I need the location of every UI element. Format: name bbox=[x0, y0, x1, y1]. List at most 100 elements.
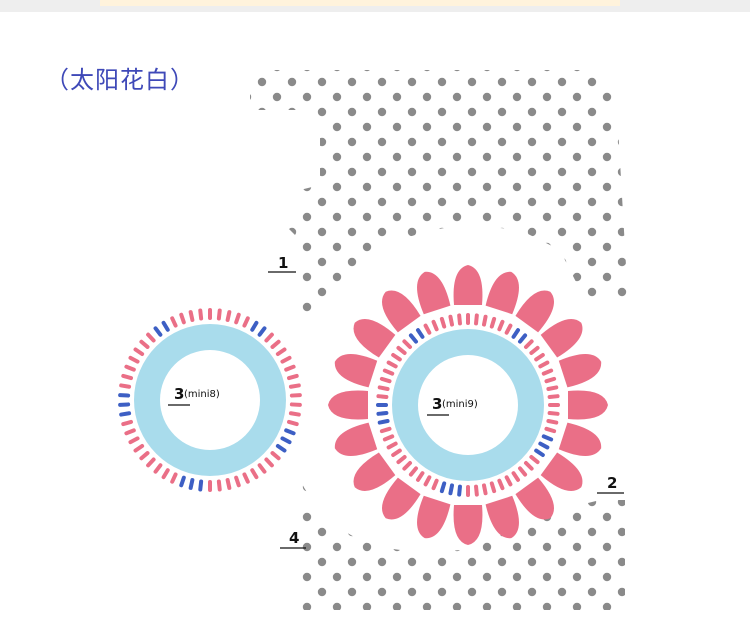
navy-dash bbox=[541, 434, 554, 442]
pink-dash bbox=[289, 402, 302, 407]
petal bbox=[334, 354, 378, 388]
navy-dash bbox=[376, 411, 389, 416]
pink-dash bbox=[264, 332, 274, 343]
pink-dash bbox=[288, 411, 301, 417]
callout-number: 1 bbox=[278, 254, 288, 272]
pink-dash bbox=[280, 355, 292, 364]
petal bbox=[353, 452, 396, 491]
navy-dash bbox=[118, 393, 131, 398]
petal bbox=[382, 477, 421, 520]
caption-title: （太阳花白） bbox=[45, 66, 195, 94]
pink-dash bbox=[216, 479, 222, 492]
navy-dash bbox=[457, 484, 462, 497]
pink-dash bbox=[376, 394, 389, 399]
petal bbox=[417, 271, 451, 315]
pink-dash bbox=[234, 312, 241, 325]
navy-dash bbox=[118, 402, 131, 407]
pink-dash bbox=[402, 460, 413, 471]
pink-dash bbox=[284, 364, 296, 372]
pink-dash bbox=[270, 451, 281, 461]
pink-dash bbox=[270, 339, 281, 349]
navy-dash bbox=[280, 436, 292, 445]
pink-dash bbox=[481, 483, 488, 496]
pink-dash bbox=[170, 472, 178, 484]
pink-dash bbox=[382, 434, 395, 442]
sun-flower-ring-mini9 bbox=[328, 265, 608, 545]
petal bbox=[568, 390, 608, 420]
pink-dash bbox=[121, 419, 133, 427]
pink-dash bbox=[534, 352, 545, 362]
pink-dash bbox=[431, 478, 439, 491]
petal bbox=[353, 319, 396, 358]
pink-dash bbox=[386, 441, 398, 450]
petal bbox=[417, 495, 451, 539]
petal bbox=[328, 390, 368, 420]
petal bbox=[540, 319, 583, 358]
petal bbox=[453, 265, 483, 305]
pink-dash bbox=[161, 468, 170, 480]
pink-dash bbox=[431, 319, 439, 332]
pink-dash bbox=[242, 316, 250, 328]
callout-1: 1 bbox=[268, 254, 296, 273]
pink-dash bbox=[402, 339, 413, 350]
ring-number: 3 bbox=[432, 395, 442, 413]
pink-dash bbox=[179, 312, 186, 325]
pink-dash bbox=[439, 316, 447, 329]
petal bbox=[515, 290, 554, 333]
navy-dash bbox=[179, 475, 186, 488]
navy-dash bbox=[250, 320, 259, 332]
pink-dash bbox=[242, 472, 250, 484]
pink-dash bbox=[379, 426, 392, 434]
petal bbox=[334, 422, 378, 456]
pink-dash bbox=[511, 471, 521, 482]
pink-dash bbox=[234, 475, 241, 488]
dash-ring bbox=[376, 313, 560, 497]
pink-dash bbox=[547, 411, 560, 416]
pink-dash bbox=[139, 339, 150, 349]
ring-number: 3 bbox=[174, 385, 184, 403]
navy-dash bbox=[377, 418, 390, 425]
pink-dash bbox=[121, 373, 133, 381]
pink-dash bbox=[396, 345, 407, 355]
pink-dash bbox=[139, 451, 150, 461]
pink-dash bbox=[257, 463, 267, 474]
pink-dash bbox=[548, 403, 560, 407]
pink-dash bbox=[546, 418, 559, 425]
pink-dash bbox=[124, 364, 136, 372]
small-ring-mini8 bbox=[112, 302, 308, 498]
petal bbox=[485, 495, 519, 539]
pink-dash bbox=[379, 376, 392, 384]
pink-dash bbox=[119, 383, 132, 389]
navy-dash bbox=[439, 481, 447, 494]
pink-dash bbox=[216, 308, 222, 321]
pink-dash bbox=[128, 436, 140, 445]
pink-dash bbox=[133, 444, 145, 453]
pink-dash bbox=[546, 385, 559, 392]
ring-label-mini9: 3 (mini9) bbox=[427, 395, 478, 416]
callout-number: 2 bbox=[607, 474, 617, 492]
pink-dash bbox=[133, 347, 145, 356]
navy-dash bbox=[415, 328, 425, 339]
navy-dash bbox=[284, 428, 296, 436]
navy-dash bbox=[161, 320, 170, 332]
navy-dash bbox=[534, 448, 545, 458]
petal bbox=[382, 290, 421, 333]
pink-dash bbox=[504, 475, 513, 487]
pink-dash bbox=[153, 463, 163, 474]
pink-dash bbox=[377, 385, 390, 392]
navy-dash bbox=[518, 333, 528, 344]
pink-dash bbox=[225, 478, 232, 490]
pink-dash bbox=[544, 426, 557, 434]
pink-dash bbox=[529, 455, 540, 465]
pink-dash bbox=[146, 457, 156, 468]
pink-dash bbox=[523, 460, 534, 471]
petal bbox=[540, 452, 583, 491]
pink-dash bbox=[547, 394, 560, 399]
pink-dash bbox=[448, 314, 455, 327]
pink-dash bbox=[538, 360, 550, 369]
navy-dash bbox=[408, 333, 418, 344]
pink-dash bbox=[497, 478, 505, 491]
pink-dash bbox=[457, 313, 462, 326]
ring-model: (mini9) bbox=[442, 399, 478, 410]
